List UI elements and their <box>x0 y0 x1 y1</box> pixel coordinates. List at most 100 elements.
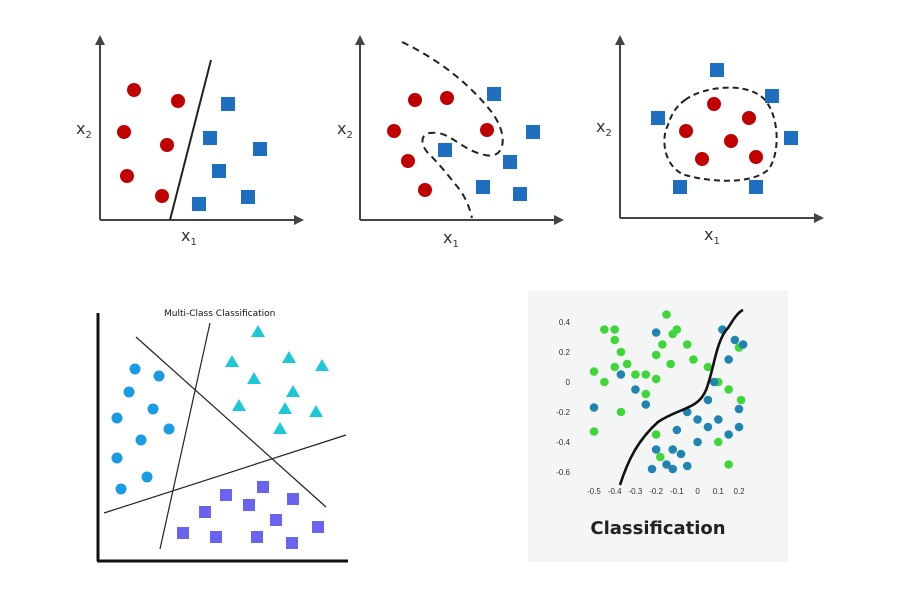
y-tick-label: -0.4 <box>556 438 570 447</box>
cyan-triangle <box>251 325 265 337</box>
green-point <box>682 340 692 349</box>
blue-square <box>203 131 217 145</box>
green-point <box>600 325 609 334</box>
y-axis-arrow <box>95 35 105 45</box>
blue-square <box>438 143 452 157</box>
cyan-triangle <box>315 359 329 371</box>
lightblue-point <box>147 403 159 415</box>
teal-point <box>734 404 744 414</box>
lightblue-point <box>163 423 175 435</box>
teal-point <box>724 355 733 364</box>
blue-square <box>513 187 527 201</box>
red-point <box>707 97 721 111</box>
green-point <box>616 347 626 357</box>
green-point <box>658 340 667 349</box>
teal-point <box>616 370 626 379</box>
blue-class-points <box>192 97 267 211</box>
blue-square <box>673 180 687 194</box>
blue-class-points <box>651 63 798 194</box>
teal-point <box>668 464 678 474</box>
red-point <box>408 93 422 107</box>
y-tick-label: -0.2 <box>556 408 570 417</box>
lightblue-point <box>123 386 135 398</box>
teal-point <box>668 445 678 454</box>
lightblue-point <box>115 483 127 495</box>
purple-square <box>243 499 255 511</box>
green-point <box>703 362 713 372</box>
green-point <box>662 310 671 319</box>
x-tick-label: -0.2 <box>649 487 663 496</box>
lightblue-point <box>129 363 141 375</box>
lightblue-point <box>153 370 165 382</box>
x-tick-label: 0.1 <box>713 487 725 496</box>
green-point <box>713 437 723 447</box>
teal-point <box>693 415 702 424</box>
green-point <box>655 452 665 462</box>
lightblue-class-points <box>111 363 175 495</box>
lightblue-point <box>111 412 123 424</box>
blue-square <box>253 142 267 156</box>
cyan-triangle <box>309 405 323 417</box>
teal-point <box>662 460 671 469</box>
red-point <box>695 152 709 166</box>
green-point <box>631 370 640 379</box>
teal-point <box>709 377 719 387</box>
teal-point <box>641 400 651 409</box>
purple-square <box>177 527 189 539</box>
x2-axis-label: x2 <box>76 119 92 142</box>
lightblue-point <box>141 471 153 483</box>
red-point <box>724 134 738 148</box>
x1-axis-label: x1 <box>181 226 197 249</box>
teal-point <box>676 449 686 459</box>
multiclass-title: Multi-Class Classification <box>164 309 276 319</box>
teal-point <box>734 422 744 432</box>
x-tick-label: -0.5 <box>587 487 601 496</box>
teal-point <box>651 328 661 337</box>
teal-point <box>703 422 713 432</box>
red-point <box>120 169 134 183</box>
red-class-points <box>679 97 763 166</box>
red-point <box>160 138 174 152</box>
red-point <box>155 189 169 203</box>
purple-square <box>257 481 269 493</box>
y-tick-label: 0.2 <box>559 348 571 357</box>
blue-square <box>749 180 763 194</box>
blue-square <box>651 111 665 125</box>
teal-point <box>647 464 657 474</box>
green-point <box>736 395 746 405</box>
blue-square <box>221 97 235 111</box>
green-point <box>724 460 733 469</box>
teal-point <box>631 385 640 394</box>
red-point <box>480 123 494 137</box>
x2-axis-label: x2 <box>337 119 353 142</box>
cyan-triangle <box>282 351 296 363</box>
teal-point <box>730 335 740 345</box>
teal-point <box>589 403 599 412</box>
red-class-points <box>387 91 494 197</box>
cyan-triangle <box>278 402 292 414</box>
purple-square <box>220 489 232 501</box>
green-point <box>610 335 620 345</box>
y-tick-label: -0.6 <box>556 468 570 477</box>
linear-separation-diagram <box>95 35 304 225</box>
red-point <box>171 94 185 108</box>
blue-square <box>784 131 798 145</box>
green-point <box>610 325 620 334</box>
blue-square <box>526 125 540 139</box>
x-tick-label: -0.1 <box>670 487 684 496</box>
blue-square <box>241 190 255 204</box>
boundary-line-c <box>103 434 347 514</box>
boundary-line-a <box>135 336 327 508</box>
nonlinear-separation-diagram <box>355 35 564 225</box>
y-tick-label: 0 <box>566 378 571 387</box>
green-point <box>651 430 661 439</box>
purple-square <box>251 531 263 543</box>
teal-point <box>738 340 748 349</box>
decision-boundary-curve <box>401 41 504 219</box>
green-point <box>724 385 733 394</box>
decision-boundary-loop <box>663 86 778 182</box>
x-axis-arrow <box>814 213 824 223</box>
purple-class-points <box>177 481 324 549</box>
